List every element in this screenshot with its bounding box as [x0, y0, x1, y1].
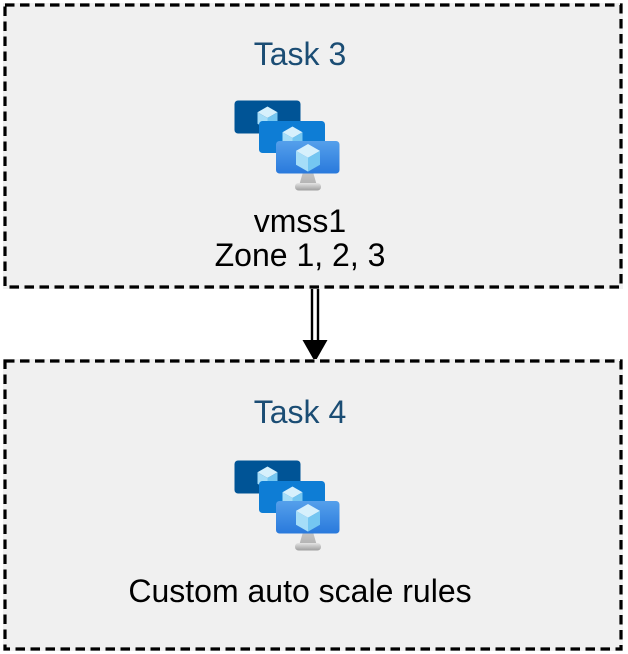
monitor-front-icon [276, 141, 340, 191]
vm-scale-sets-icon [234, 100, 340, 192]
task3-vmss-label: vmss1 [253, 203, 347, 239]
arrowhead-icon [302, 340, 328, 362]
monitor-stand-neck [299, 172, 317, 184]
task3-title: Task 3 [253, 36, 347, 72]
down-arrow-connector [302, 289, 328, 362]
vm-scale-sets-icon [234, 460, 340, 552]
monitor-stand-base [295, 183, 321, 191]
task4-box: Task 4 [3, 359, 623, 651]
cube-icon [296, 504, 320, 532]
task4-title: Task 4 [253, 394, 347, 430]
cube-icon [282, 486, 303, 510]
task3-zone-label: Zone 1, 2, 3 [214, 237, 386, 273]
task4-autoscale-label: Custom auto scale rules [128, 573, 472, 609]
monitor-front-icon [276, 501, 340, 551]
monitor-stand-neck [299, 532, 317, 544]
task3-box: Task 3 [3, 3, 623, 289]
monitor-stand-base [295, 543, 321, 551]
